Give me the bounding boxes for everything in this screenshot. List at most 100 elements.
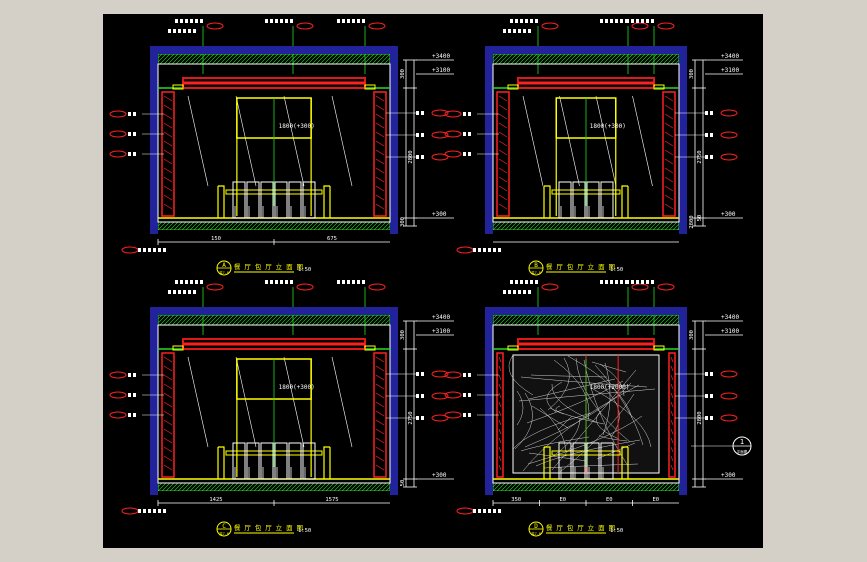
side-chair-right bbox=[323, 446, 331, 479]
level-mark: +3400 bbox=[721, 314, 739, 321]
top-slab bbox=[485, 307, 687, 315]
side-chair-left bbox=[543, 446, 551, 479]
right-tag-0 bbox=[720, 370, 738, 378]
floor-hatch-B bbox=[493, 222, 679, 230]
top-tag-0 bbox=[206, 283, 224, 291]
title-letter: D bbox=[534, 523, 538, 530]
vertical-dim: 2800 bbox=[689, 215, 695, 228]
ceiling-hatch-C bbox=[158, 315, 390, 325]
top-tag-0 bbox=[206, 22, 224, 30]
title-letter: B bbox=[534, 262, 538, 269]
level-mark: +300 bbox=[432, 211, 447, 218]
room-outline bbox=[492, 63, 680, 223]
chair bbox=[288, 442, 302, 480]
bottom-dim: E0 bbox=[606, 497, 613, 503]
chair bbox=[302, 181, 316, 219]
chair bbox=[586, 442, 600, 480]
ceiling-hatch-D bbox=[493, 315, 679, 325]
right-tag-0 bbox=[720, 109, 738, 117]
bottom-dim: 350 bbox=[511, 497, 521, 503]
floor-tag bbox=[121, 507, 139, 515]
right-wall bbox=[679, 50, 687, 234]
right-tag-0 bbox=[431, 370, 449, 378]
right-tag-2 bbox=[720, 414, 738, 422]
title-sub: 装7-8 bbox=[531, 531, 541, 536]
title-block-A: A装7-8餐 厅 包 厅 立 面 图1:50 bbox=[216, 260, 311, 276]
vertical-dim: 50 bbox=[400, 480, 406, 487]
top-note-2 bbox=[626, 19, 654, 23]
top-tag-2 bbox=[657, 22, 675, 30]
top-slab bbox=[150, 46, 398, 54]
bottom-dim: 1425 bbox=[209, 497, 222, 503]
left-tag-1 bbox=[109, 130, 127, 138]
top-note-b bbox=[168, 290, 196, 294]
side-chair-left bbox=[543, 185, 551, 218]
title-sub: 装7-8 bbox=[219, 270, 229, 275]
level-mark: +3100 bbox=[721, 67, 739, 74]
chair bbox=[572, 442, 586, 480]
title-sub: 装7-8 bbox=[531, 270, 541, 275]
level-mark: +3100 bbox=[432, 67, 450, 74]
title-text: 餐 厅 包 厅 立 面 图 bbox=[234, 523, 303, 532]
screen-label: 1800(+300) bbox=[279, 384, 315, 391]
level-mark: +300 bbox=[721, 211, 736, 218]
right-tag-1 bbox=[720, 131, 738, 139]
right-curtain bbox=[373, 352, 387, 478]
title-block-D: D装7-8餐 厅 包 厅 立 面 图1:50 bbox=[528, 521, 623, 537]
level-mark: +3100 bbox=[721, 328, 739, 335]
chair bbox=[246, 181, 260, 219]
title-letter: C bbox=[222, 523, 226, 530]
top-note-0 bbox=[510, 280, 538, 284]
left-tag-2 bbox=[109, 150, 127, 158]
floor-hatch-D bbox=[493, 483, 679, 491]
marker-label: 1 bbox=[740, 438, 744, 446]
marker-sub: 平面图 bbox=[737, 449, 748, 454]
chair bbox=[232, 442, 246, 480]
side-chair-right bbox=[323, 185, 331, 218]
chair bbox=[274, 181, 288, 219]
title-sub: 装7-8 bbox=[219, 531, 229, 536]
top-tag-1 bbox=[631, 283, 649, 291]
top-note-1 bbox=[600, 280, 628, 284]
title-text: 餐 厅 包 厅 立 面 图 bbox=[234, 262, 303, 271]
top-note-2 bbox=[337, 19, 365, 23]
screen-label: 1800(+300) bbox=[590, 123, 626, 130]
level-mark: +300 bbox=[432, 472, 447, 479]
left-tag-1 bbox=[444, 391, 462, 399]
top-note-b bbox=[503, 29, 531, 33]
floor-tag bbox=[456, 507, 474, 515]
chair bbox=[274, 442, 288, 480]
chair bbox=[232, 181, 246, 219]
ceiling-hatch-B bbox=[493, 54, 679, 64]
bottom-dim: E0 bbox=[652, 497, 659, 503]
ceiling-hatch-A bbox=[158, 54, 390, 64]
vertical-dim: 300 bbox=[400, 69, 406, 79]
chair bbox=[288, 181, 302, 219]
top-tag-2 bbox=[368, 22, 386, 30]
top-note-0 bbox=[175, 280, 203, 284]
side-chair-right bbox=[621, 185, 629, 218]
top-note-0 bbox=[510, 19, 538, 23]
left-wall bbox=[485, 50, 493, 234]
chair bbox=[600, 181, 614, 219]
left-tag-0 bbox=[444, 371, 462, 379]
dining-table bbox=[551, 189, 621, 195]
title-letter: A bbox=[222, 262, 226, 269]
right-tag-1 bbox=[431, 131, 449, 139]
dining-table bbox=[225, 189, 323, 195]
right-tag-2 bbox=[720, 153, 738, 161]
floor-hatch-A bbox=[158, 222, 390, 230]
top-note-b bbox=[503, 290, 531, 294]
vertical-dim: 300 bbox=[400, 330, 406, 340]
left-tag-1 bbox=[444, 130, 462, 138]
chair bbox=[260, 442, 274, 480]
chair bbox=[586, 181, 600, 219]
top-note-2 bbox=[626, 280, 654, 284]
top-slab bbox=[485, 46, 687, 54]
right-wall bbox=[390, 50, 398, 234]
room-outline bbox=[157, 63, 391, 223]
left-wall bbox=[150, 311, 158, 495]
